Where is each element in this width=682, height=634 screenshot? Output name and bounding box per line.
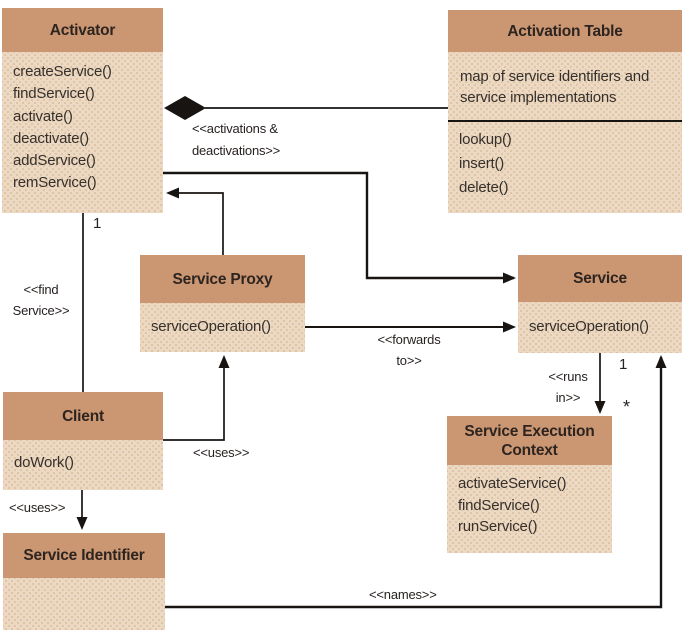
empty-body: [3, 578, 165, 630]
connector-activator-service: [163, 171, 516, 284]
multiplicity-service-names: 1: [619, 356, 628, 373]
connector-serviceidentifier-service: [165, 355, 667, 609]
attribute-line: map of service identifiers and: [460, 68, 650, 85]
method-item: lookup(): [459, 131, 512, 148]
class-service-identifier: Service Identifier: [3, 533, 165, 630]
method-item: createService(): [13, 63, 112, 80]
edge-label-names: <<names>>: [369, 587, 437, 602]
class-title: Client: [3, 392, 163, 440]
class-client: Client doWork(): [3, 392, 163, 490]
multiplicity-activator-client: 1: [93, 215, 102, 232]
method-item: runService(): [458, 518, 538, 535]
class-title: Service Proxy: [140, 255, 305, 303]
class-service: Service serviceOperation(): [518, 255, 682, 353]
connector-serviceproxy-activator: [166, 187, 224, 255]
class-activation-table: Activation Table map of service identifi…: [448, 10, 682, 213]
class-title: Service: [518, 255, 682, 302]
edge-label-find-service: <<find Service>>: [12, 282, 70, 318]
aggregation-diamond-icon: [164, 96, 206, 120]
method-item: addService(): [13, 152, 96, 170]
connector-client-serviceproxy: [163, 355, 230, 441]
attribute-section: map of service identifiers and service i…: [448, 52, 682, 122]
class-title: Activator: [2, 8, 163, 52]
method-item: activate(): [13, 107, 73, 125]
method-item: remService(): [13, 174, 97, 192]
edge-label-uses-proxy: <<uses>>: [193, 445, 250, 460]
class-title: Activation Table: [448, 10, 682, 52]
method-item: deactivate(): [13, 129, 89, 147]
method-item: insert(): [459, 155, 505, 172]
method-item: serviceOperation(): [151, 318, 271, 335]
class-service-proxy: Service Proxy serviceOperation(): [140, 255, 305, 352]
edge-label-forwards-to: <<forwards to>>: [377, 332, 441, 368]
method-item: delete(): [459, 179, 509, 196]
class-title-line: Context: [501, 441, 558, 459]
method-item: findService(): [458, 496, 540, 514]
edge-label-activations: <<activations & deactivations>>: [192, 121, 281, 158]
multiplicity-context-star: *: [623, 397, 631, 417]
edge-label-uses-identifier: <<uses>>: [9, 500, 66, 515]
method-item: serviceOperation(): [529, 318, 649, 335]
attribute-line: service implementations: [460, 89, 617, 106]
method-item: doWork(): [14, 454, 74, 471]
class-title-line: Service Execution: [464, 422, 595, 440]
method-item: findService(): [13, 85, 95, 103]
class-service-execution-context: Service Execution Context activateServic…: [447, 416, 612, 553]
method-item: activateService(): [458, 475, 567, 492]
class-title: Service Execution Context: [447, 416, 612, 465]
class-activator: Activator createService() findService() …: [2, 8, 163, 213]
edge-label-runs-in: <<runs in>>: [548, 369, 588, 405]
class-title: Service Identifier: [3, 533, 165, 578]
